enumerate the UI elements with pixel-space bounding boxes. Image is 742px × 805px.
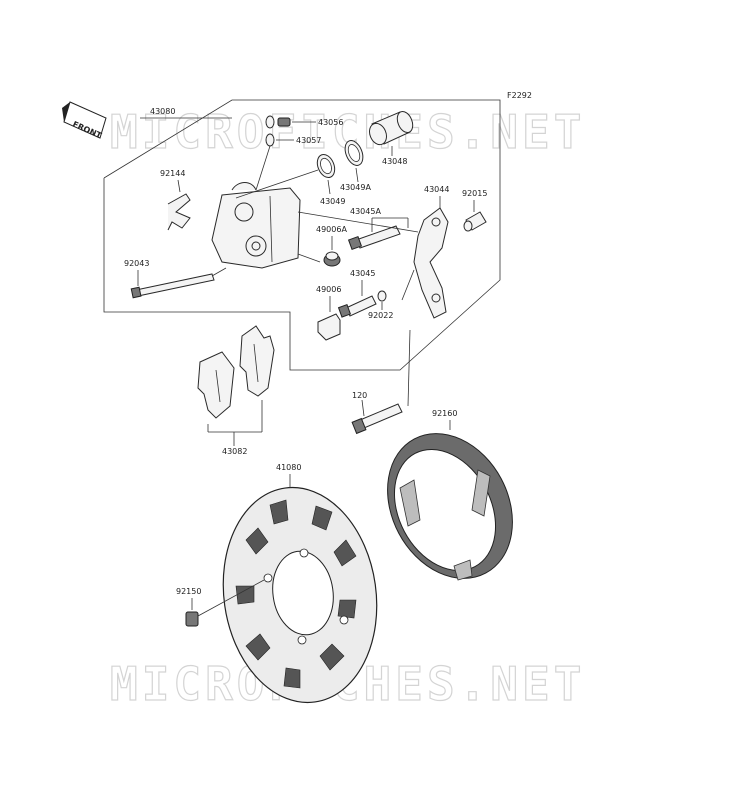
- label-43045a: 43045A: [350, 207, 381, 216]
- brake-pads: [197, 325, 275, 419]
- label-43048: 43048: [382, 157, 407, 166]
- label-43044: 43044: [424, 185, 449, 194]
- caliper-bracket: [413, 207, 449, 319]
- label-92043: 92043: [124, 259, 149, 268]
- label-92015: 92015: [462, 189, 487, 198]
- label-120: 120: [352, 391, 367, 400]
- caliper-frame: [103, 99, 501, 371]
- brake-disc: [222, 486, 378, 704]
- label-43049a: 43049A: [340, 183, 371, 192]
- boot: [317, 313, 341, 341]
- disc-cover: [387, 433, 513, 581]
- slide-pin-a: [347, 225, 401, 251]
- label-43080: 43080: [150, 107, 175, 116]
- front-arrow-icon: FRONT: [62, 101, 107, 140]
- label-92160: 92160: [432, 409, 457, 418]
- boot-a: [323, 251, 341, 267]
- label-43056: 43056: [318, 118, 343, 127]
- bleeder-screw: [255, 115, 291, 191]
- label-43082: 43082: [222, 447, 247, 456]
- pad-spring: [167, 193, 191, 231]
- bushing: [463, 211, 487, 232]
- label-92144: 92144: [160, 169, 185, 178]
- label-41080: 41080: [276, 463, 301, 472]
- label-49006: 49006: [316, 285, 341, 294]
- label-92022: 92022: [368, 311, 393, 320]
- label-43045: 43045: [350, 269, 375, 278]
- pin-rod: [130, 273, 215, 299]
- label-49006a: 49006A: [316, 225, 347, 234]
- label-43057: 43057: [296, 136, 321, 145]
- label-92150: 92150: [176, 587, 201, 596]
- disc-bolt: [185, 579, 265, 627]
- figure-code: F2292: [507, 91, 532, 100]
- slide-pin: [337, 295, 377, 318]
- label-43049: 43049: [320, 197, 345, 206]
- bracket-bolt: [351, 403, 403, 435]
- o-ring: [377, 290, 387, 302]
- caliper-body: [211, 182, 301, 269]
- piston: [369, 110, 414, 146]
